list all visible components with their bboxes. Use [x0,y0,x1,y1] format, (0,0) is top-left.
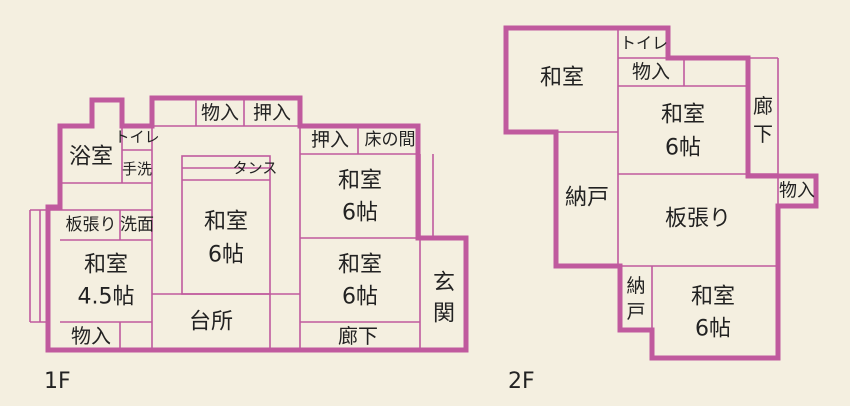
1f-wood-floor-label: 板張り [66,215,117,235]
1f-washroom-label: 手洗 [122,160,152,178]
1f-washitsu-small-line1: 和室 [84,253,128,278]
floor-label-2f: 2F [508,369,535,394]
2f-corridor-char1: 廊 [753,94,773,118]
1f-washitsu-se-line1: 和室 [338,253,382,278]
1f-chest-label: タンス [233,159,278,177]
2f-washitsu-ne-line2: 6帖 [665,136,701,161]
1f-storage-top-label: 物入 [201,102,239,124]
2f-storage-right-label: 物入 [779,181,815,202]
1f-washitsu-center-line1: 和室 [204,210,248,235]
1f-entrance-label-char2: 関 [433,302,455,327]
2f-wood-floor-label: 板張り [665,207,731,232]
2f-storage-top-label: 物入 [632,61,670,83]
2f-corridor-char2: 下 [753,122,773,146]
floor-1f: 浴室 トイレ 手洗 物入 押入 押入 床の間 タンス 板張り 洗面 和室 4.5… [29,95,469,394]
1f-alcove-label: 床の間 [365,130,416,150]
1f-washitsu-ne-line2: 6帖 [342,201,378,226]
2f-washitsu-ne-line1: 和室 [661,103,705,128]
2f-closet-small-char1: 納 [626,275,645,297]
2f-washitsu-se-line2: 6帖 [695,317,731,342]
1f-washitsu-se-line2: 6帖 [342,285,378,310]
1f-corridor-label: 廊下 [338,324,378,348]
1f-kitchen-label: 台所 [189,310,233,335]
floor-2f: 和室 トイレ 物入 和室 6帖 廊 下 納戸 板張り 物入 納 戸 和室 6帖 … [503,25,819,394]
2f-partitions [556,28,779,330]
1f-storage-bottom-label: 物入 [71,324,111,348]
2f-toilet-label: トイレ [620,34,668,53]
2f-exterior-wall [503,25,819,361]
1f-washstand-label: 洗面 [120,215,154,235]
2f-washitsu-nw-label: 和室 [540,66,584,91]
floor-label-1f: 1F [44,369,71,394]
1f-closet-right-label: 押入 [311,129,349,151]
1f-bath-label: 浴室 [69,145,113,170]
1f-toilet-label: トイレ [114,128,159,146]
1f-partitions [29,98,434,350]
1f-washitsu-ne-line1: 和室 [338,169,382,194]
2f-closet-left-label: 納戸 [565,186,609,211]
2f-washitsu-se-line1: 和室 [691,285,735,310]
1f-washitsu-small-line2: 4.5帖 [78,285,135,310]
1f-closet-top-label: 押入 [253,102,291,124]
1f-washitsu-center-line2: 6帖 [208,243,244,268]
2f-closet-small-char2: 戸 [626,301,645,323]
1f-entrance-label-char1: 玄 [433,271,455,296]
